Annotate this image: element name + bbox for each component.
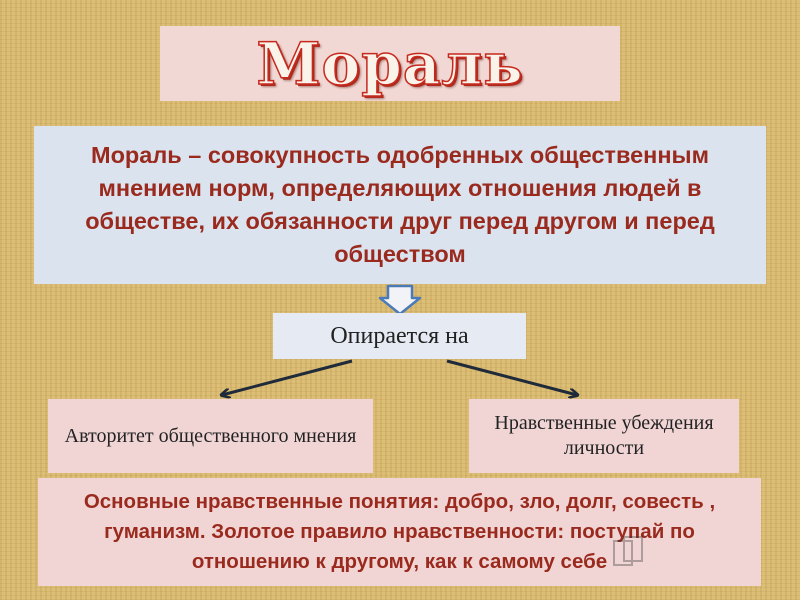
concepts-box: Основные нравственные понятия: добро, зл…: [38, 478, 761, 586]
right-node-label: Нравственные убеждения личности: [494, 412, 714, 459]
basis-box: Опирается на: [273, 313, 526, 359]
definition-text: Мораль – совокупность одобренных обществ…: [85, 142, 715, 267]
down-arrow-icon: [378, 284, 422, 316]
right-node-box: Нравственные убеждения личности: [469, 399, 739, 473]
basis-label: Опирается на: [330, 322, 469, 349]
title-banner: Мораль: [160, 26, 620, 101]
definition-box: Мораль – совокупность одобренных обществ…: [34, 126, 766, 284]
left-node-label: Авторитет общественного мнения: [64, 424, 357, 447]
slide-title: Мораль: [256, 29, 524, 98]
left-node-box: Авторитет общественного мнения: [48, 399, 373, 473]
watermark-icon: [613, 536, 643, 566]
arrow-to-right-node: [446, 359, 577, 395]
arrow-to-left-node: [222, 359, 353, 395]
concepts-text: Основные нравственные понятия: добро, зл…: [83, 490, 716, 573]
